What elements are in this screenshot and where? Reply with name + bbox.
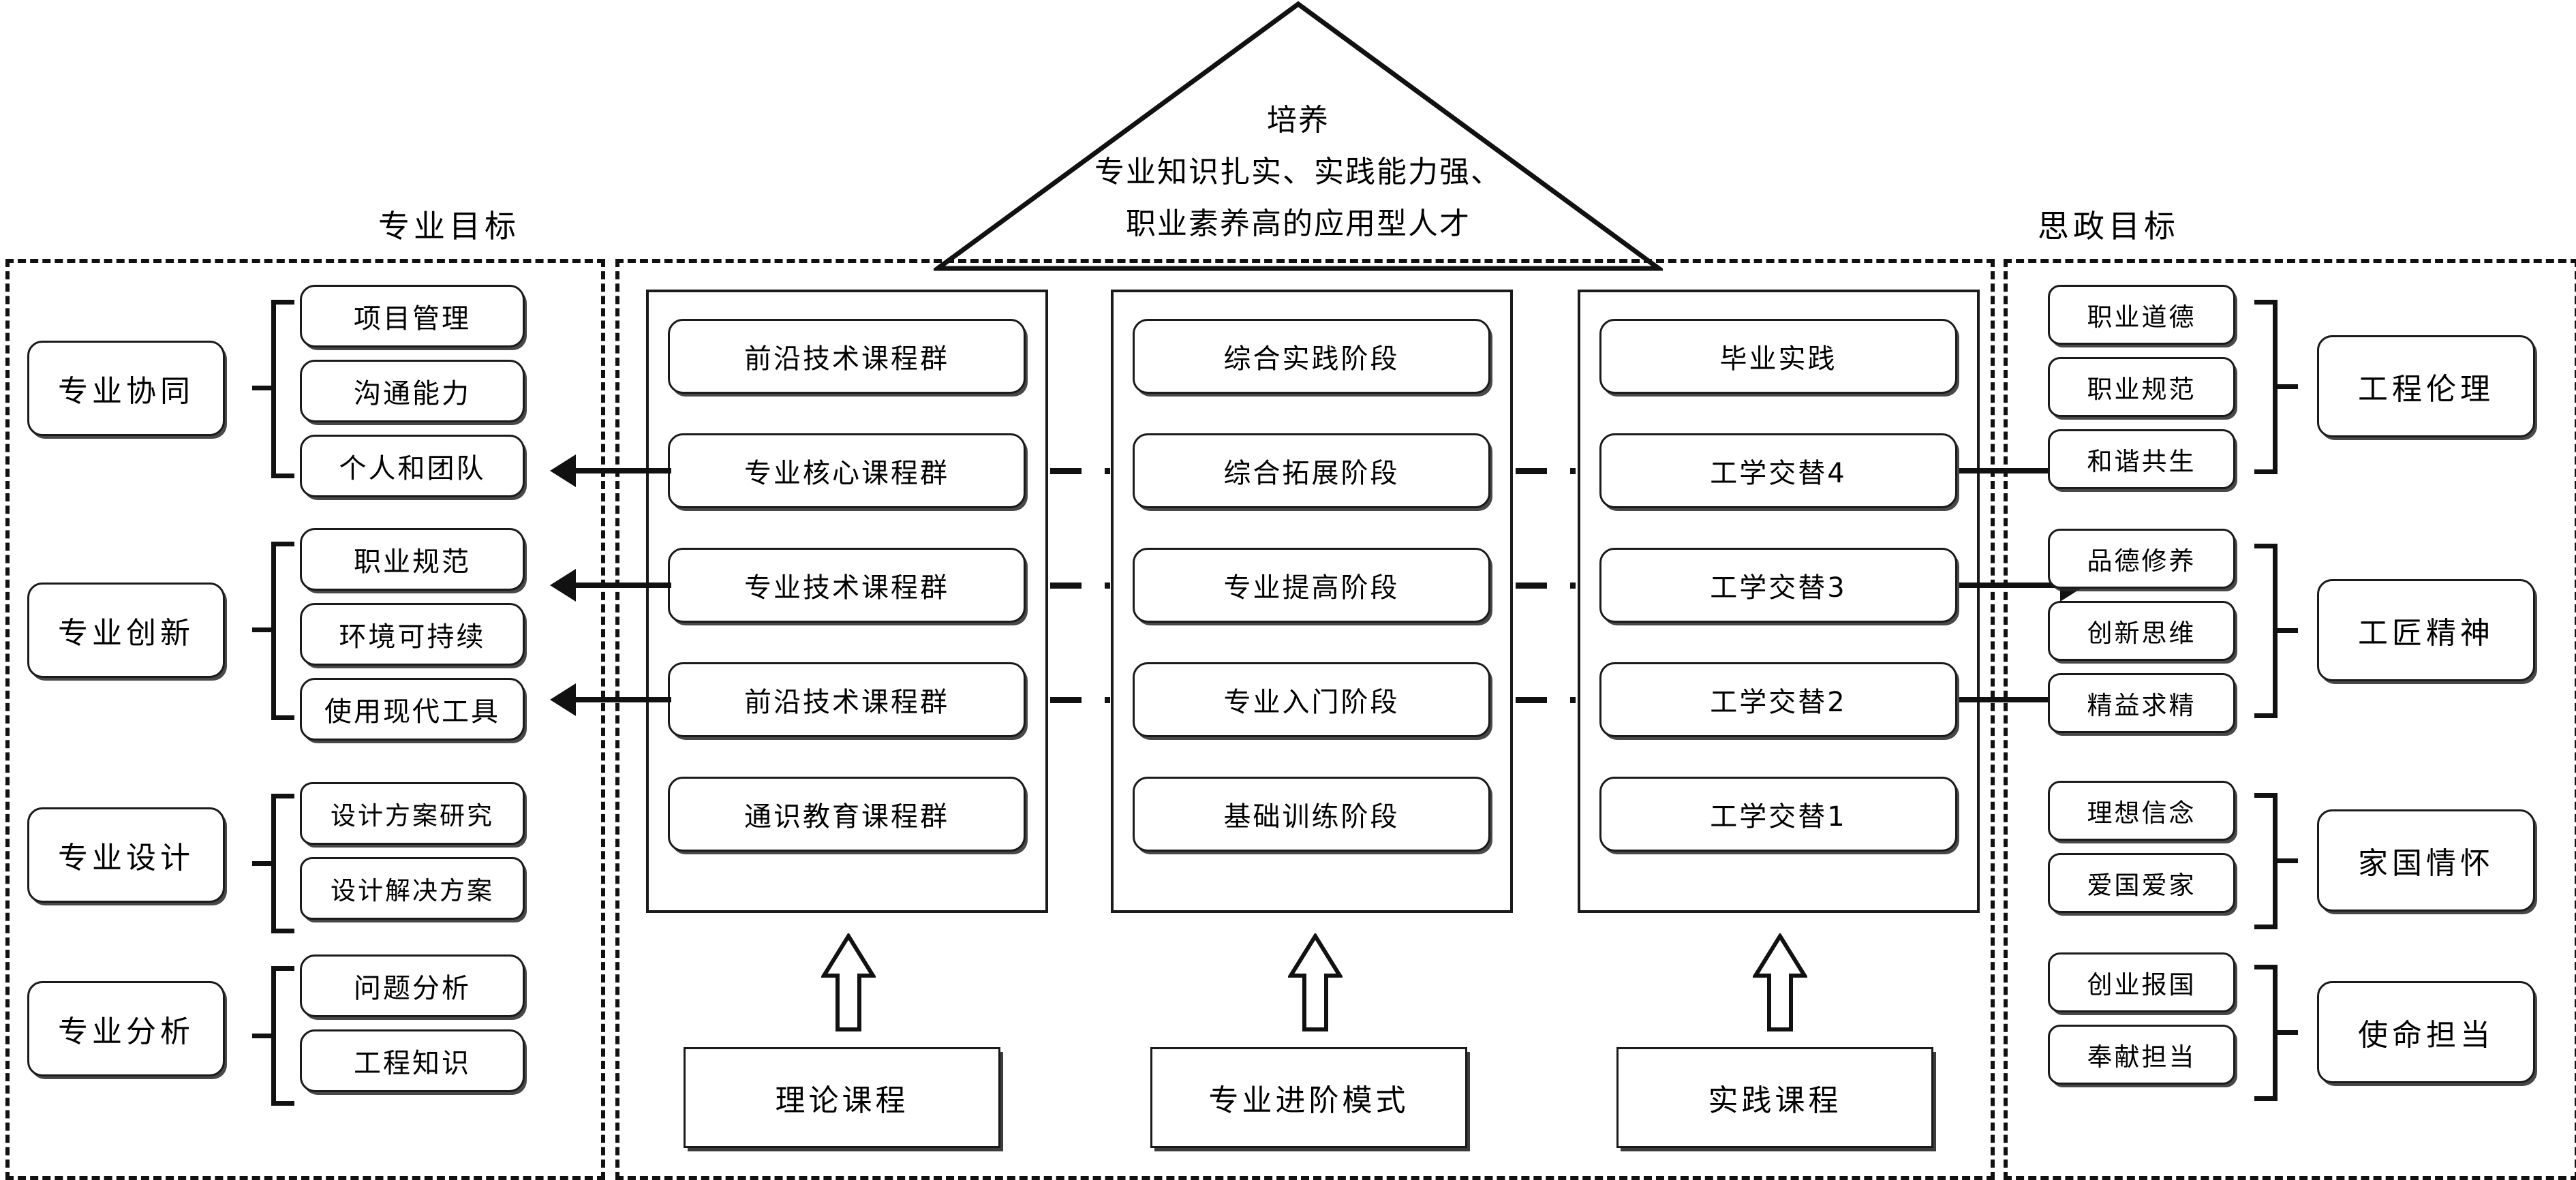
right-child-0-1[interactable]: 职业规范 [2048, 357, 2235, 417]
center-col-1-item-3[interactable]: 专业入门阶段 [1133, 662, 1490, 737]
left-section-caption: 专业目标 [378, 208, 520, 245]
bracket-stub-right-0 [2275, 384, 2298, 389]
right-child-0-2[interactable]: 和谐共生 [2048, 429, 2235, 489]
right-parent-0[interactable]: 工程伦理 [2317, 335, 2535, 437]
bracket-stub-right-2 [2275, 858, 2298, 863]
arrow-right-line-2 [1959, 697, 2061, 702]
center-col-1-footer[interactable]: 专业进阶模式 [1150, 1047, 1467, 1148]
bracket-icon-right-3 [2254, 965, 2278, 1101]
arrow-up-icon-0 [820, 932, 877, 1035]
left-child-2-0[interactable]: 设计方案研究 [300, 782, 525, 845]
right-parent-1[interactable]: 工匠精神 [2317, 579, 2535, 681]
left-child-3-0[interactable]: 问题分析 [300, 954, 525, 1017]
center-col-2-item-2[interactable]: 工学交替3 [1599, 548, 1957, 623]
left-parent-0[interactable]: 专业协同 [27, 341, 225, 436]
dashed-connector-icon-1-2-b [1516, 583, 1576, 589]
right-child-3-0[interactable]: 创业报国 [2048, 952, 2235, 1012]
roof-triangle: 培养 专业知识扎实、实践能力强、 职业素养高的应用型人才 [934, 0, 1663, 273]
center-col-0-item-0[interactable]: 前沿技术课程群 [668, 319, 1026, 394]
arrow-right-line-1 [1959, 583, 2061, 588]
center-col-1-item-0[interactable]: 综合实践阶段 [1133, 319, 1490, 394]
bracket-icon-right-2 [2254, 793, 2278, 929]
dashed-connector-icon-0-1-c [1050, 697, 1110, 703]
arrow-left-icon-1 [550, 569, 576, 602]
left-child-0-1[interactable]: 沟通能力 [300, 360, 525, 422]
center-col-0-item-4[interactable]: 通识教育课程群 [668, 777, 1026, 852]
bracket-icon-right-1 [2254, 544, 2278, 718]
left-child-1-2[interactable]: 使用现代工具 [300, 678, 525, 741]
left-parent-1[interactable]: 专业创新 [27, 583, 225, 678]
left-parent-2[interactable]: 专业设计 [27, 807, 225, 903]
roof-line-1: 培养 [1267, 103, 1330, 138]
bracket-stub-left-0 [252, 386, 275, 390]
left-child-2-1[interactable]: 设计解决方案 [300, 857, 525, 920]
arrow-up-icon-1 [1287, 932, 1344, 1035]
right-child-2-1[interactable]: 爱国爱家 [2048, 853, 2235, 913]
right-child-1-1[interactable]: 创新思维 [2048, 601, 2235, 661]
dashed-connector-icon-0-1-a [1050, 468, 1110, 474]
left-child-1-0[interactable]: 职业规范 [300, 528, 525, 591]
arrow-right-line-0 [1959, 468, 2061, 473]
center-col-0-item-3[interactable]: 前沿技术课程群 [668, 662, 1026, 737]
center-col-2-item-3[interactable]: 工学交替2 [1599, 662, 1957, 737]
arrow-left-icon-0 [550, 454, 576, 487]
arrow-left-icon-2 [550, 683, 576, 716]
left-child-3-1[interactable]: 工程知识 [300, 1029, 525, 1092]
right-child-0-0[interactable]: 职业道德 [2048, 285, 2235, 345]
center-col-0-footer[interactable]: 理论课程 [684, 1047, 1000, 1148]
arrow-left-line-0 [576, 468, 671, 473]
roof-line-3: 职业素养高的应用型人才 [1126, 206, 1471, 241]
roof-line-2: 专业知识扎实、实践能力强、 [1094, 155, 1502, 189]
bracket-stub-left-1 [252, 627, 275, 632]
left-child-1-1[interactable]: 环境可持续 [300, 603, 525, 666]
bracket-stub-left-3 [252, 1034, 275, 1038]
right-child-2-0[interactable]: 理想信念 [2048, 781, 2235, 841]
center-col-0-item-1[interactable]: 专业核心课程群 [668, 433, 1026, 508]
right-child-1-0[interactable]: 品德修养 [2048, 529, 2235, 589]
left-parent-3[interactable]: 专业分析 [27, 981, 225, 1076]
right-child-3-1[interactable]: 奉献担当 [2048, 1025, 2235, 1085]
left-child-0-2[interactable]: 个人和团队 [300, 435, 525, 497]
arrow-left-line-2 [576, 697, 671, 702]
center-col-0-item-2[interactable]: 专业技术课程群 [668, 548, 1026, 623]
center-col-1-item-2[interactable]: 专业提高阶段 [1133, 548, 1490, 623]
right-parent-3[interactable]: 使命担当 [2317, 981, 2535, 1083]
center-col-2-item-0[interactable]: 毕业实践 [1599, 319, 1957, 394]
roof-outline-icon [934, 1, 1663, 271]
center-col-1-item-1[interactable]: 综合拓展阶段 [1133, 433, 1490, 508]
right-child-1-2[interactable]: 精益求精 [2048, 673, 2235, 733]
arrow-left-line-1 [576, 583, 671, 588]
dashed-connector-icon-1-2-c [1516, 697, 1576, 703]
center-col-1-item-4[interactable]: 基础训练阶段 [1133, 777, 1490, 852]
bracket-stub-right-3 [2275, 1030, 2298, 1035]
center-col-2-item-4[interactable]: 工学交替1 [1599, 777, 1957, 852]
bracket-stub-right-1 [2275, 628, 2298, 633]
arrow-up-icon-2 [1751, 932, 1809, 1035]
dashed-connector-icon-0-1-b [1050, 583, 1110, 589]
right-parent-2[interactable]: 家国情怀 [2317, 809, 2535, 912]
center-col-2-footer[interactable]: 实践课程 [1616, 1047, 1933, 1148]
center-col-2-item-1[interactable]: 工学交替4 [1599, 433, 1957, 508]
bracket-icon-right-0 [2254, 300, 2278, 474]
left-child-0-0[interactable]: 项目管理 [300, 285, 525, 347]
dashed-connector-icon-1-2-a [1516, 468, 1576, 474]
bracket-stub-left-2 [252, 861, 275, 866]
right-section-caption: 思政目标 [2038, 208, 2179, 245]
